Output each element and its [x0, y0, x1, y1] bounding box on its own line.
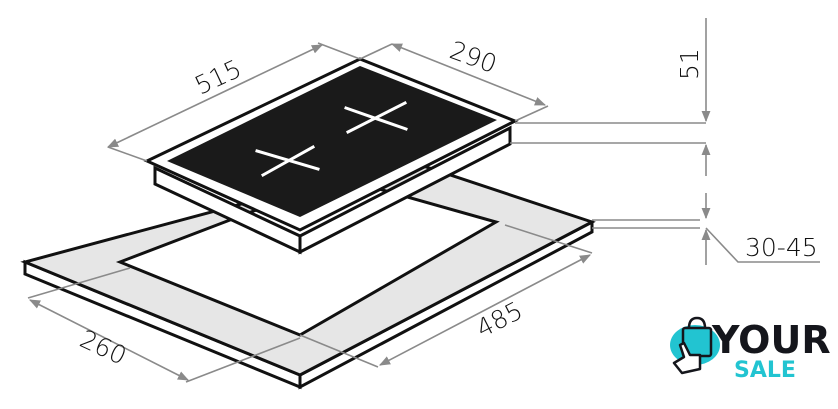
dim-label-485: 485 — [472, 296, 528, 344]
dim-label-51: 51 — [675, 48, 704, 80]
dim-label-260: 260 — [75, 324, 131, 370]
dimension-lines — [27, 18, 820, 383]
shopping-bag-hand-icon — [672, 316, 713, 375]
svg-text:YOUR: YOUR — [711, 318, 831, 362]
dim-label-290: 290 — [446, 35, 501, 79]
burner-front — [255, 144, 320, 178]
dim-label-515: 515 — [190, 54, 246, 100]
yoursale-logo: YOUR SALE — [670, 316, 831, 383]
burner-rear — [344, 100, 408, 135]
svg-text:SALE: SALE — [734, 358, 796, 383]
dim-label-30-45: 30-45 — [745, 233, 818, 262]
